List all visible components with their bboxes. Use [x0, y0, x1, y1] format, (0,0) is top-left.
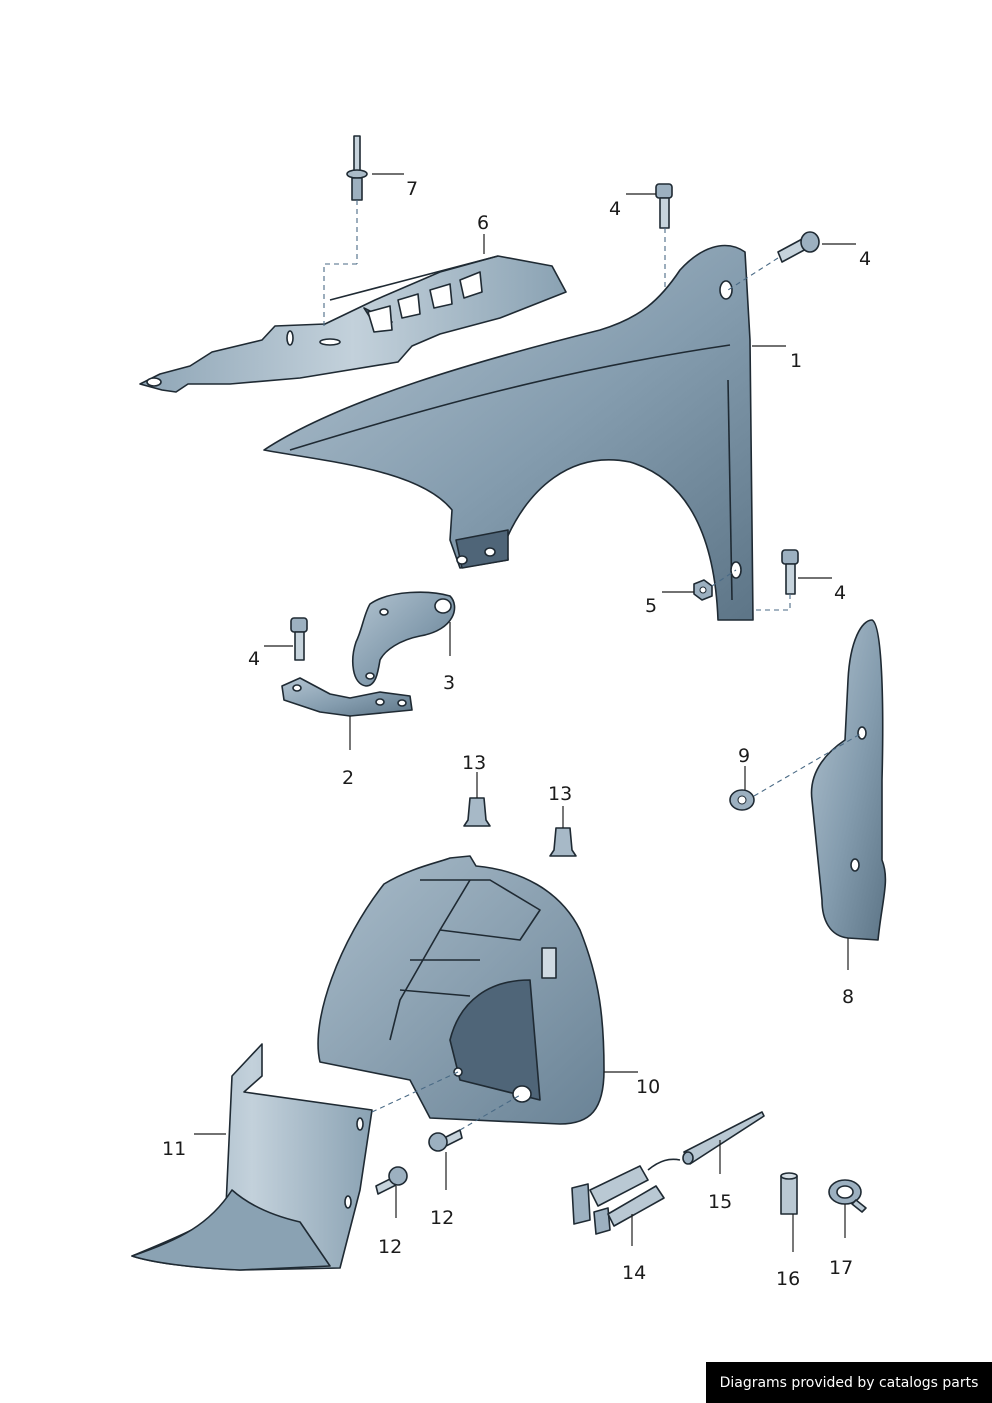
part-3-bracket — [352, 591, 456, 687]
callout-13-left: 13 — [462, 752, 486, 774]
callout-7: 7 — [406, 178, 418, 200]
part-14-connector — [571, 1158, 681, 1235]
callout-12-left: 12 — [378, 1236, 402, 1258]
callout-1: 1 — [790, 350, 802, 372]
part-5-nut — [693, 579, 713, 601]
part-8-seal — [810, 619, 887, 941]
part-4-bolt-top — [655, 183, 673, 229]
part-12-screw-right — [428, 1129, 463, 1152]
callout-5: 5 — [645, 595, 657, 617]
callout-2: 2 — [342, 767, 354, 789]
callout-13-right: 13 — [548, 783, 572, 805]
part-12-screw-left — [375, 1166, 408, 1195]
callout-4-top: 4 — [609, 198, 621, 220]
part-4-bolt-lower-right — [781, 549, 799, 595]
callout-9: 9 — [738, 745, 750, 767]
part-9-flange-nut — [729, 789, 755, 811]
part-11-liner-section — [131, 1043, 373, 1271]
part-4-bolt-side — [777, 231, 820, 263]
callout-15: 15 — [708, 1191, 732, 1213]
callout-14: 14 — [622, 1262, 646, 1284]
callout-4-lower-right: 4 — [834, 582, 846, 604]
leader-lines — [194, 173, 863, 1252]
part-17-tape-roll — [828, 1179, 867, 1213]
part-4-bolt-left — [290, 617, 308, 661]
callout-11: 11 — [162, 1138, 186, 1160]
part-10-wheel-housing-liner — [317, 855, 605, 1125]
part-2-bracket — [281, 677, 413, 717]
callout-12-right: 12 — [430, 1207, 454, 1229]
credit-banner: Diagrams provided by catalogs parts — [706, 1362, 992, 1403]
callout-17: 17 — [829, 1257, 853, 1279]
callout-3: 3 — [443, 672, 455, 694]
callout-4-left: 4 — [248, 648, 260, 670]
part-7-rivet — [346, 135, 368, 201]
callout-8: 8 — [842, 986, 854, 1008]
part-15-pin — [682, 1111, 765, 1165]
callout-10: 10 — [636, 1076, 660, 1098]
callout-6: 6 — [477, 212, 489, 234]
part-16-cylinder — [780, 1172, 798, 1215]
part-1-fender — [263, 244, 754, 621]
part-6-support-bracket — [139, 255, 567, 393]
callout-16: 16 — [776, 1268, 800, 1290]
callout-4-side: 4 — [859, 248, 871, 270]
part-13-clip-right — [549, 827, 577, 857]
part-13-clip-left — [463, 797, 491, 827]
